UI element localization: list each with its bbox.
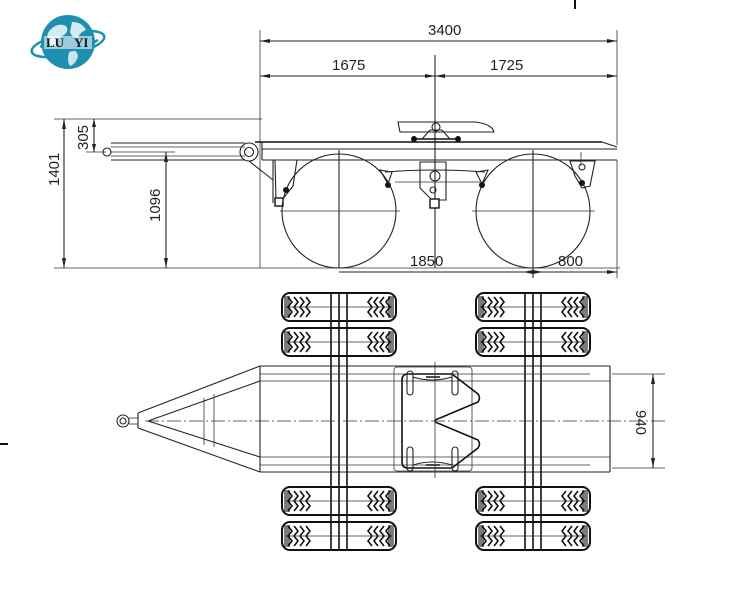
dim-rear-segment: 1725: [490, 57, 523, 74]
dim-overall-length: 3400: [428, 22, 461, 39]
dim-frame-width: 940: [632, 410, 649, 435]
dim-wheel-base-offset: 1850: [410, 253, 443, 270]
luyi-logo: LU YI: [30, 15, 106, 69]
logo-text-left: LU: [46, 35, 65, 50]
dim-drawbar-drop: 305: [75, 125, 92, 150]
dim-overall-height: 1401: [46, 153, 63, 186]
dim-wheel-diameter: 800: [558, 253, 583, 270]
logo-text-right: YI: [74, 35, 88, 50]
dim-front-segment: 1675: [332, 57, 365, 74]
side-view: 3400 1675 1725 1401 305 1096: [46, 22, 620, 278]
dim-drawbar-height: 1096: [147, 189, 164, 222]
top-view: 940: [116, 292, 665, 551]
